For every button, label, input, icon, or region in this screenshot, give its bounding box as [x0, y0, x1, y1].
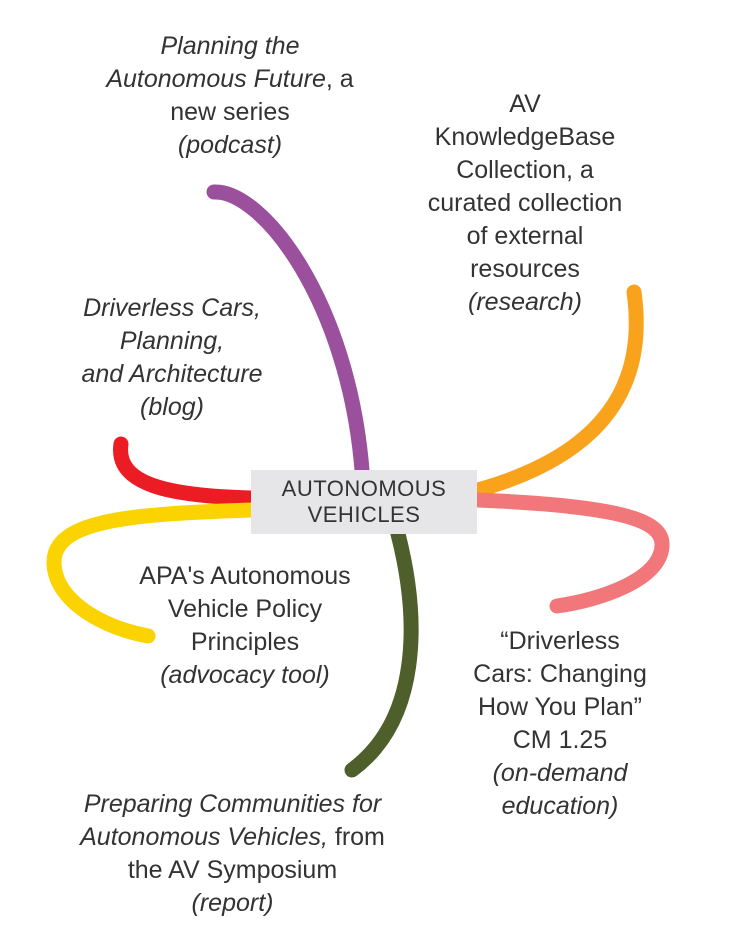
blog-line-1: Driverless Cars,: [83, 294, 261, 322]
report-line-2: Autonomous Vehicles, from: [20, 821, 445, 854]
report-line-1: Preparing Communities for: [83, 790, 382, 818]
edu-line-4: CM 1.25: [512, 726, 608, 754]
edu-type-line-2: education): [501, 792, 619, 820]
edu-line-3: How You Plan”: [477, 693, 642, 721]
node-research: AV KnowledgeBase Collection, a curated c…: [380, 88, 670, 319]
podcast-title-line-2: Autonomous Future, a: [55, 63, 405, 96]
research-line-6: resources: [470, 255, 580, 283]
research-line-1: AV: [509, 90, 541, 118]
edu-type-line-1: (on-demand: [492, 759, 628, 787]
branch-podcast: [206, 184, 370, 478]
podcast-type: (podcast): [177, 131, 283, 159]
edu-line-2: Cars: Changing: [473, 660, 647, 688]
podcast-title-italic: Autonomous Future: [106, 65, 326, 93]
central-topic-line-2: VEHICLES: [307, 502, 421, 527]
node-policy: APA's Autonomous Vehicle Policy Principl…: [100, 560, 390, 692]
node-blog: Driverless Cars, Planning, and Architect…: [42, 292, 302, 424]
central-topic-line-1: AUTONOMOUS: [281, 476, 447, 501]
branch-research: [470, 284, 644, 498]
research-line-5: of external: [466, 222, 584, 250]
edu-line-1: “Driverless: [500, 627, 620, 655]
branch-edu: [470, 492, 670, 614]
report-title-italic: Autonomous Vehicles,: [80, 823, 328, 851]
research-line-3: Collection, a: [456, 156, 594, 184]
blog-type: (blog): [140, 393, 204, 421]
policy-line-1: APA's Autonomous: [139, 562, 351, 590]
central-topic-box: AUTONOMOUS VEHICLES: [251, 470, 477, 534]
blog-line-2: Planning,: [119, 327, 225, 355]
research-type: (research): [468, 288, 582, 316]
podcast-title-rest: , a: [325, 65, 354, 93]
podcast-line-3: new series: [170, 98, 290, 126]
branch-blog: [113, 436, 259, 506]
branch-policy: [46, 502, 259, 644]
research-line-2: KnowledgeBase: [434, 123, 616, 151]
branch-report: [344, 526, 419, 778]
node-education: “Driverless Cars: Changing How You Plan”…: [420, 625, 700, 823]
research-line-4: curated collection: [427, 189, 623, 217]
node-podcast: Planning the Autonomous Future, a new se…: [55, 30, 405, 162]
report-type: (report): [191, 889, 274, 917]
policy-line-2: Vehicle Policy: [167, 595, 323, 623]
report-line-3: the AV Symposium: [127, 856, 338, 884]
podcast-title-line-1: Planning the: [160, 32, 300, 60]
report-line-2-rest: from: [327, 823, 385, 851]
blog-line-3: and Architecture: [81, 360, 263, 388]
policy-type: (advocacy tool): [160, 661, 330, 689]
node-report: Preparing Communities for Autonomous Veh…: [20, 788, 445, 920]
policy-line-3: Principles: [190, 628, 300, 656]
